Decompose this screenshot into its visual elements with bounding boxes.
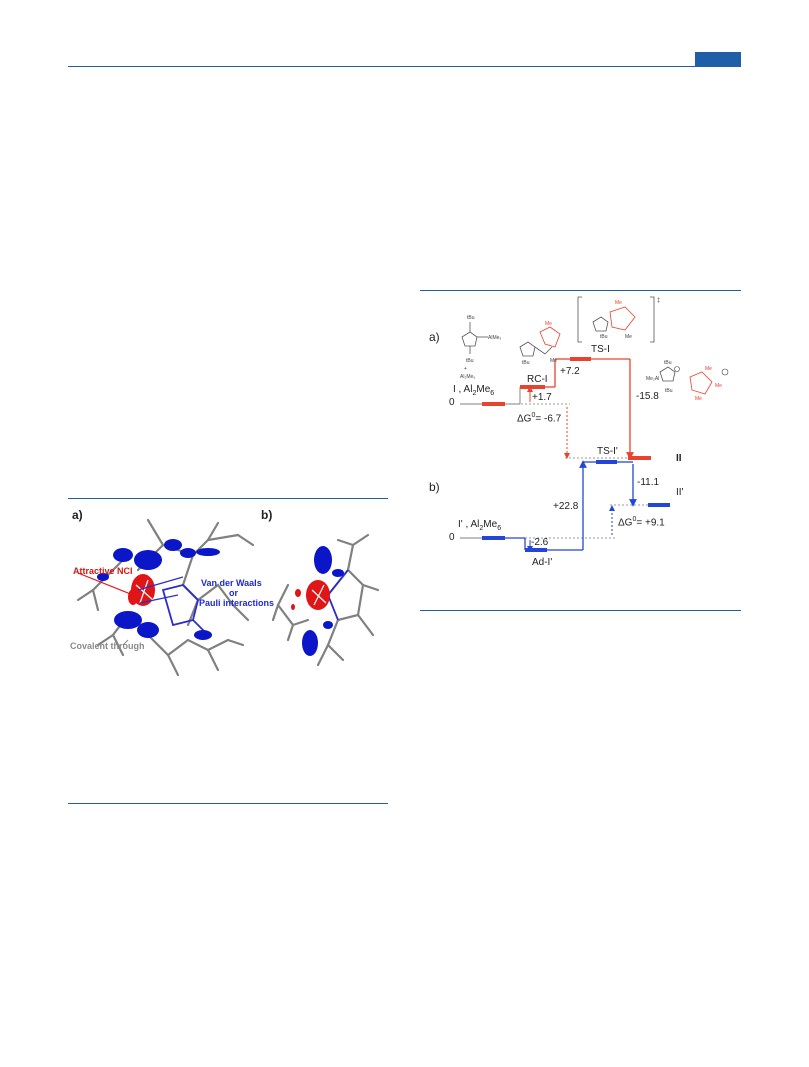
svg-text:tBu: tBu — [665, 388, 673, 394]
profile-a-value-dg: ΔG0= -6.7 — [517, 412, 562, 425]
svg-text:‡: ‡ — [657, 298, 660, 304]
label-attractive-nci: Attractive NCI — [73, 566, 133, 576]
label-vdw-2: or — [229, 588, 238, 598]
figure-left-bottom-rule — [68, 803, 388, 804]
svg-text:Me: Me — [545, 321, 552, 327]
figure-right-top-rule — [420, 290, 741, 291]
svg-text:Me: Me — [550, 358, 557, 364]
profile-a-label-rc: RC-I — [527, 374, 548, 385]
profile-a-zero: 0 — [449, 397, 455, 408]
profile-a-label-I: I , Al2Me6 — [453, 384, 495, 398]
label-vdw-1: Van der Waals — [201, 578, 262, 588]
header-accent-block — [695, 52, 741, 66]
profile-b-label-ad: Ad-I' — [532, 557, 553, 568]
label-covalent: Covalent through — [70, 641, 145, 651]
profile-b-value-ts: +22.8 — [553, 501, 579, 512]
profile-b-label-I: I' , Al2Me6 — [458, 519, 502, 533]
svg-text:+: + — [464, 366, 467, 372]
svg-text:tBu: tBu — [522, 360, 530, 366]
svg-text:Me: Me — [695, 396, 702, 402]
profile-b-value-dg: ΔG0= +9.1 — [618, 516, 665, 529]
label-vdw-3: Pauli interactions — [199, 598, 275, 608]
profile-a-label-ii: II — [676, 453, 682, 464]
figure-right-panel-a: a) — [429, 330, 440, 344]
svg-text:Al₂Me₆: Al₂Me₆ — [460, 374, 475, 380]
profile-b-value-drop: -11.1 — [637, 477, 660, 488]
svg-text:Me₂Al: Me₂Al — [646, 376, 659, 382]
profile-b-label-ii: II' — [676, 487, 684, 498]
figure-right-panel-b: b) — [429, 480, 440, 494]
profile-a-value-rc: +1.7 — [532, 392, 552, 403]
svg-text:Me: Me — [715, 383, 722, 389]
svg-text:tBu: tBu — [466, 358, 474, 364]
svg-text:AlMe₃: AlMe₃ — [488, 335, 501, 341]
profile-a-label-ts: TS-I — [591, 344, 610, 355]
profile-b-value-ad: -2.6 — [531, 537, 549, 548]
svg-text:tBu: tBu — [467, 315, 475, 321]
figure-left-panel-b: b) — [261, 508, 273, 522]
nci-molecule-b — [271, 533, 380, 667]
svg-text:tBu: tBu — [664, 360, 672, 366]
profile-a-value-drop: -15.8 — [636, 391, 659, 402]
profile-b-label-ts: TS-I' — [597, 446, 618, 457]
svg-text:Me: Me — [615, 300, 622, 306]
svg-text:Me: Me — [705, 366, 712, 372]
nci-molecule-a — [76, 518, 255, 677]
figure-left-panel-a: a) — [72, 508, 83, 522]
profile-a-value-ts: +7.2 — [560, 366, 580, 377]
svg-text:tBu: tBu — [600, 334, 608, 340]
svg-text:Me: Me — [625, 334, 632, 340]
structure-sketches — [461, 296, 676, 382]
figure-right-bottom-rule — [420, 610, 741, 611]
header-rule — [68, 66, 741, 67]
figure-left-top-rule — [68, 498, 388, 499]
profile-b-zero: 0 — [449, 532, 455, 543]
